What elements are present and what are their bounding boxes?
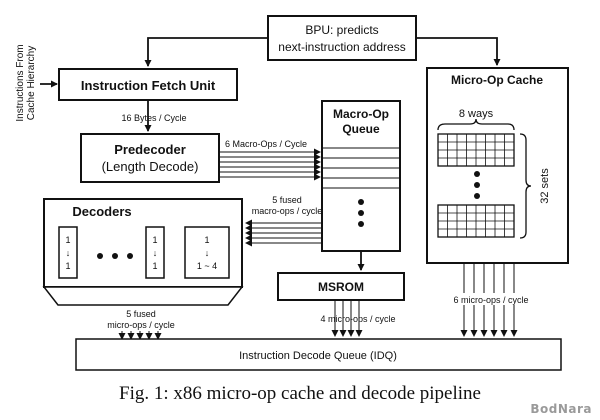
bpu-label-line1: BPU: predicts xyxy=(305,23,378,37)
predecoder-label-line2: (Length Decode) xyxy=(102,159,199,174)
complex-decoder-out: 1 ~ 4 xyxy=(197,261,217,271)
figure-caption: Fig. 1: x86 micro-op cache and decode pi… xyxy=(119,383,481,404)
idq-label: Instruction Decode Queue (IDQ) xyxy=(239,350,397,362)
simple-decoder-n xyxy=(145,226,165,279)
idq-box xyxy=(75,338,562,371)
complex-decoder xyxy=(184,226,230,279)
uop-cache-rate-label: 6 micro-ops / cycle xyxy=(453,295,528,305)
uop-cache-label: Micro-Op Cache xyxy=(451,73,543,87)
bpu-to-uop-cache-arrow xyxy=(416,37,501,66)
uop-cache-sets-label: 32 sets xyxy=(539,168,551,204)
fused-micro-label-line2: micro-ops / cycle xyxy=(107,320,175,330)
msrom-label: MSROM xyxy=(318,280,364,294)
decoders-to-idq-arrows xyxy=(118,331,162,340)
simple-decoder-1-arrow: ↓ xyxy=(66,248,71,258)
msrom-to-idq-arrows xyxy=(331,300,363,337)
macro-op-queue-label-line2: Queue xyxy=(342,122,380,136)
msrom-box xyxy=(277,272,405,301)
uop-cache-rate-backdrop xyxy=(452,293,530,305)
sets-brace xyxy=(519,133,532,239)
ifu-box xyxy=(58,68,238,101)
fused-macro-label-line2: macro-ops / cycle xyxy=(252,206,323,216)
bpu-label-line2: next-instruction address xyxy=(278,40,405,54)
decoders-label: Decoders xyxy=(72,204,131,219)
cache-ways-grid-bottom xyxy=(437,204,515,238)
side-label-line2: Cache Hierarchy xyxy=(26,46,37,120)
bpu-to-ifu-arrow xyxy=(144,37,268,67)
complex-decoder-arrow: ↓ xyxy=(205,248,210,258)
watermark-text: BodNara xyxy=(530,402,592,416)
fused-micro-label-line1: 5 fused xyxy=(126,309,156,319)
decode-pipeline-diagram: BPU: predicts next-instruction address I… xyxy=(15,15,569,371)
simple-decoder-1-in: 1 xyxy=(65,235,70,245)
side-label-line1: Instructions From xyxy=(15,44,26,121)
cache-grid-dots xyxy=(474,171,480,199)
macro-op-queue-slots xyxy=(322,147,400,189)
ifu-label: Instruction Fetch Unit xyxy=(81,78,216,93)
cache-ways-grid-top xyxy=(437,133,515,167)
complex-decoder-in: 1 xyxy=(204,235,209,245)
simple-decoder-n-out: 1 xyxy=(152,261,157,271)
macro-op-queue-label-line1: Macro-Op xyxy=(333,107,389,121)
fetch-rate-label: 16 Bytes / Cycle xyxy=(121,113,186,123)
predecoder-box xyxy=(80,133,220,183)
simple-decoder-n-in: 1 xyxy=(152,235,157,245)
decoders-ellipsis xyxy=(97,253,133,259)
uop-cache-ways-label: 8 ways xyxy=(459,108,494,120)
simple-decoder-1 xyxy=(58,226,78,279)
fused-macro-label-line1: 5 fused xyxy=(272,195,302,205)
predecoder-to-queue-arrows xyxy=(219,148,321,181)
msrom-rate-label: 4 micro-ops / cycle xyxy=(320,314,395,324)
simple-decoder-1-out: 1 xyxy=(65,261,70,271)
ways-brace xyxy=(437,118,515,131)
predecoder-label-line1: Predecoder xyxy=(114,142,186,157)
simple-decoder-n-arrow: ↓ xyxy=(153,248,158,258)
decoders-funnel xyxy=(42,286,244,306)
macro-op-queue-dots xyxy=(358,199,364,227)
queue-to-decoders-arrows xyxy=(245,219,322,247)
macro-ops-rate-label: 6 Macro-Ops / Cycle xyxy=(225,139,307,149)
